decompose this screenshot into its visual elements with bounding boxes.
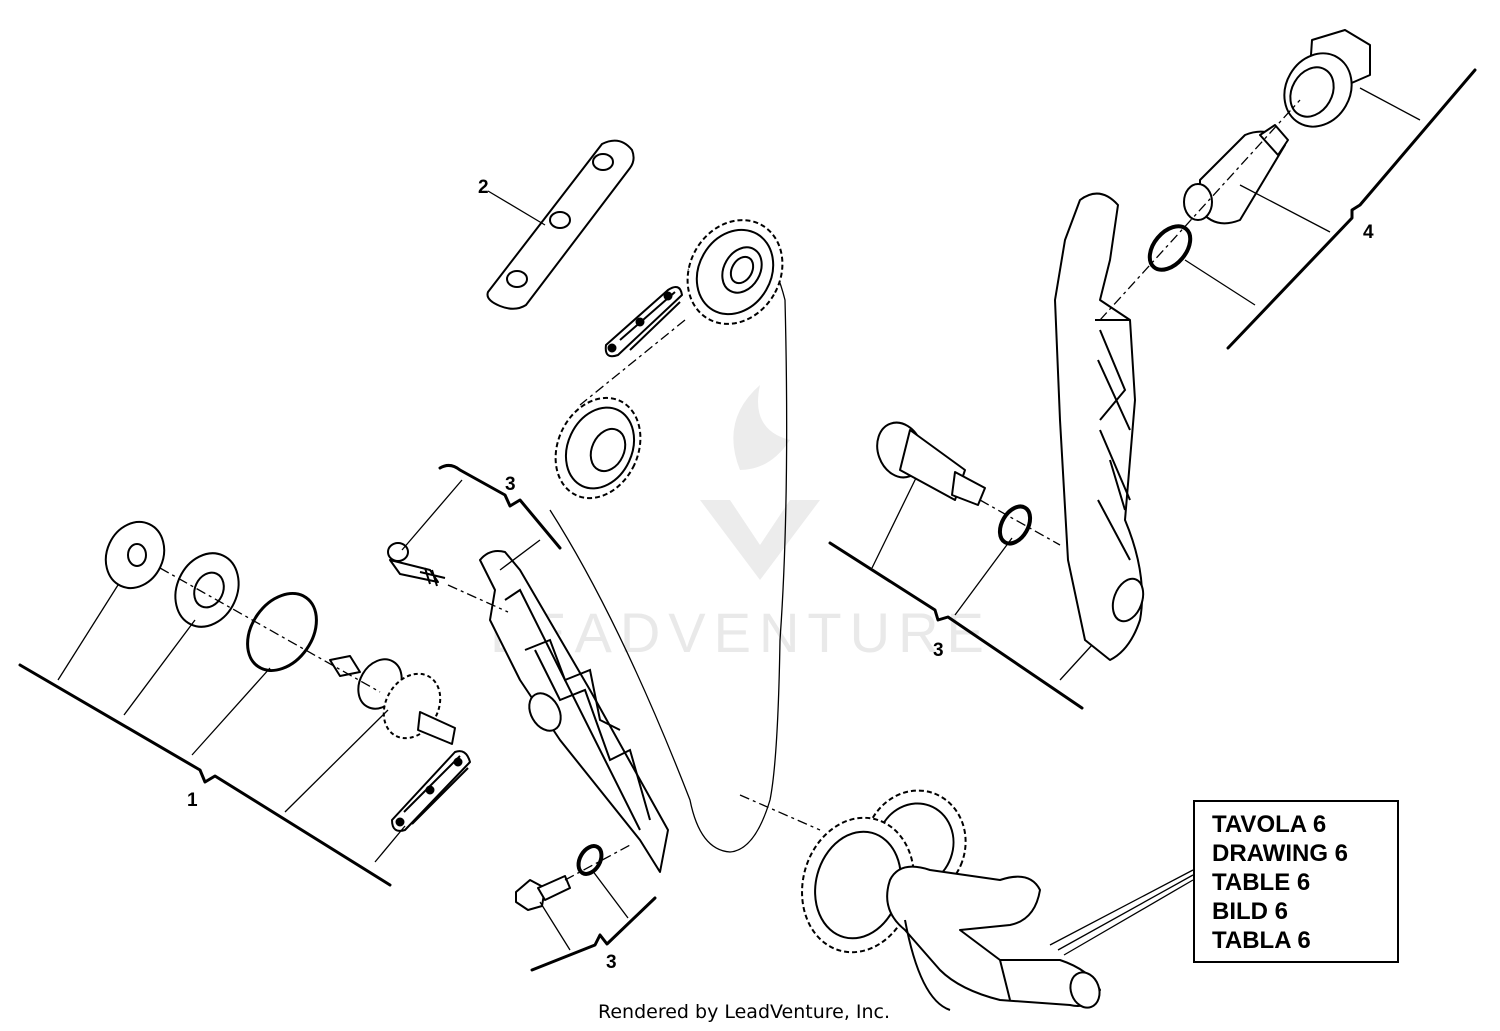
callout-3-bottom: 3 xyxy=(606,952,617,973)
right-pivot-bolt xyxy=(876,421,986,506)
leader-lines xyxy=(18,68,1477,972)
right-tensioner-guide xyxy=(1054,192,1145,661)
tensioner-oring xyxy=(1147,224,1193,272)
guide-lower-bolt xyxy=(515,875,571,911)
upper-chain-segment xyxy=(604,285,683,358)
watermark-logo-icon xyxy=(700,385,820,580)
reference-line: TAVOLA 6 xyxy=(1212,811,1327,838)
crankshaft-assembly xyxy=(801,789,1101,1011)
reference-line: DRAWING 6 xyxy=(1212,840,1349,867)
reference-line: BILD 6 xyxy=(1212,898,1289,925)
upper-cam-sprocket xyxy=(686,219,784,325)
reference-line: TABLA 6 xyxy=(1212,927,1311,954)
callout-3-right: 3 xyxy=(933,640,944,661)
rendered-by-credit: Rendered by LeadVenture, Inc. xyxy=(598,1001,890,1023)
chain-tensioner xyxy=(1183,29,1371,225)
watermark-text: LEADVENTURE xyxy=(490,601,992,664)
guide-pivot-bolt xyxy=(387,542,446,587)
right-pivot-oring xyxy=(997,504,1033,546)
left-chain-guide xyxy=(479,550,669,873)
lower-cam-sprocket xyxy=(554,396,642,500)
callout-2: 2 xyxy=(478,177,489,198)
callout-1: 1 xyxy=(187,790,198,811)
chain-guide-plate xyxy=(486,139,635,310)
shaft-assembly-parts xyxy=(104,520,471,832)
drawing-reference-box: TAVOLA 6 DRAWING 6 TABLE 6 BILD 6 TABLA … xyxy=(1193,800,1399,963)
leadventure-watermark: LEADVENTURE xyxy=(490,385,992,664)
guide-lower-oring xyxy=(576,844,604,876)
callout-4: 4 xyxy=(1363,222,1374,243)
callout-3-top: 3 xyxy=(505,474,516,495)
timing-chain-outline xyxy=(549,240,788,853)
reference-line: TABLE 6 xyxy=(1212,869,1311,896)
